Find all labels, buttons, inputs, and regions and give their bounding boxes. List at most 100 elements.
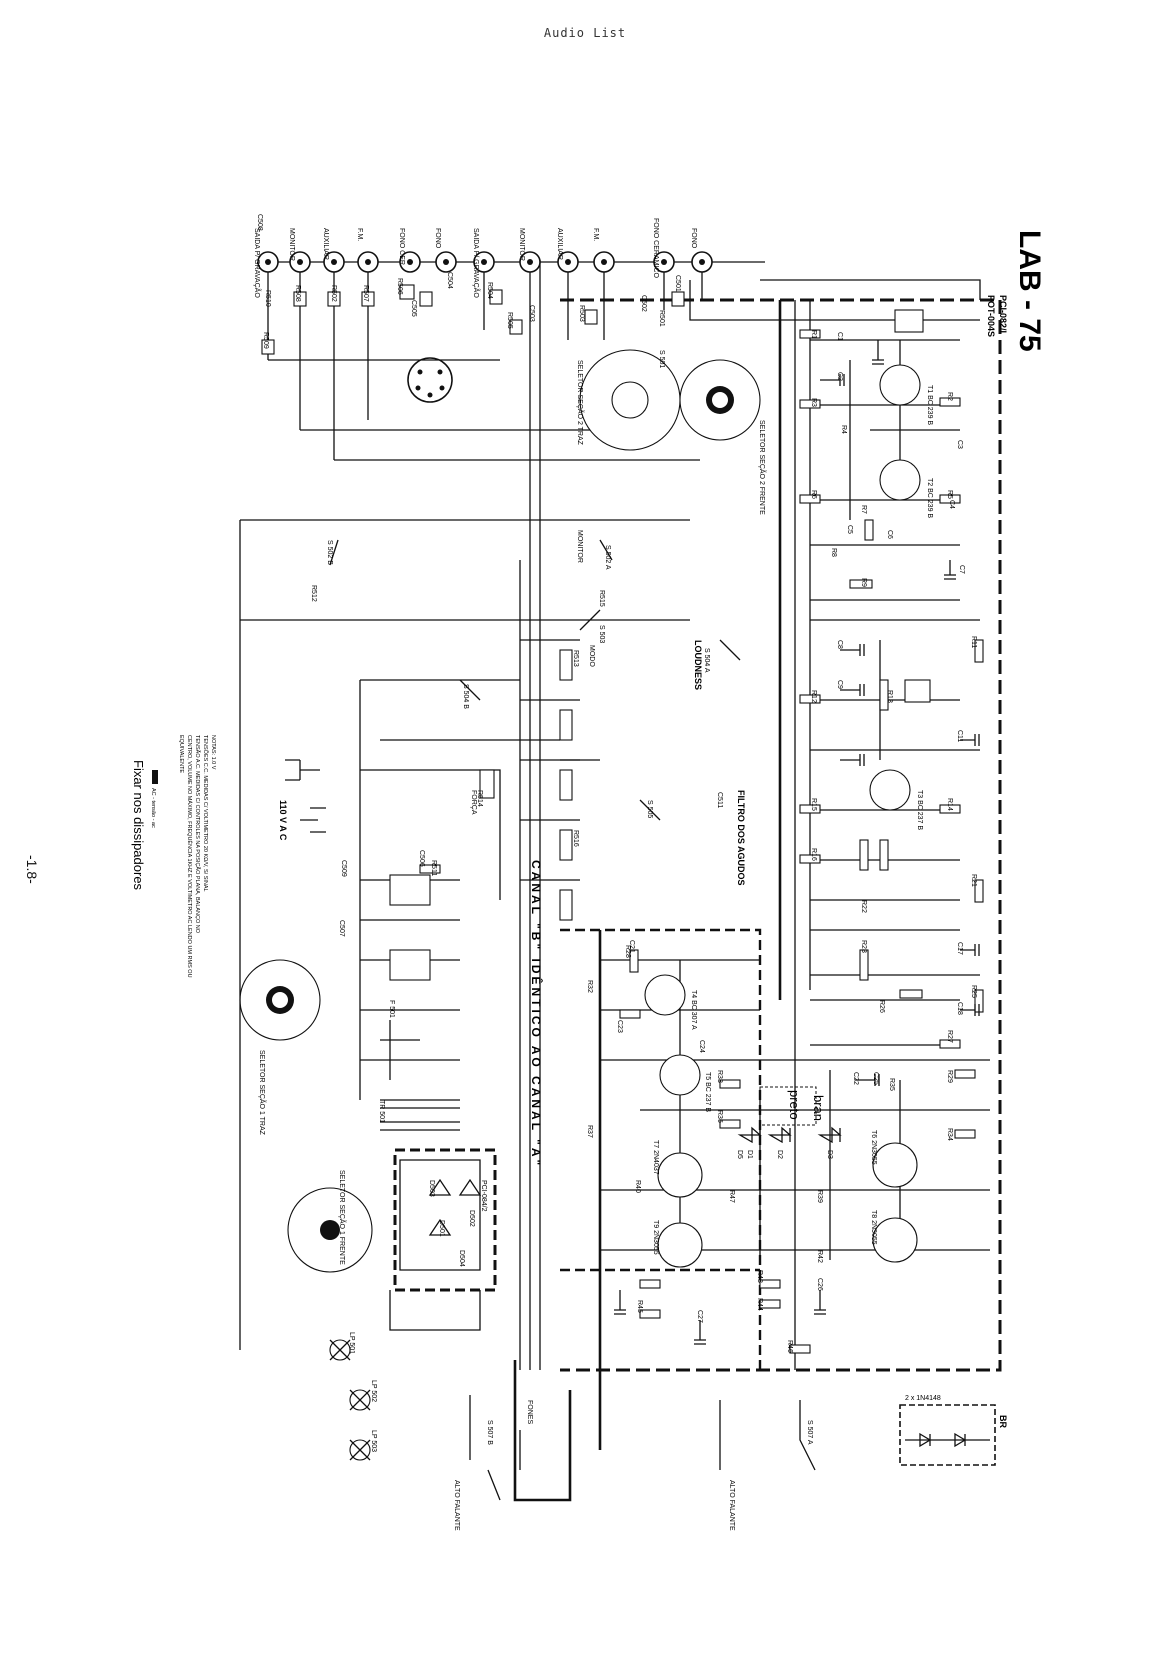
lamp-label-1: LP 501 [348, 1332, 355, 1354]
s502a-label: S 502 A [604, 545, 611, 570]
heatsink-note: Fixar nos dissipadores [131, 760, 146, 891]
component-label: C24 [698, 1040, 705, 1053]
component-label: C5 [846, 525, 853, 534]
monitor-switch-label: MONITOR [576, 530, 583, 563]
balance-stage [810, 929, 984, 1049]
selector-wafers [239, 349, 761, 1273]
component-label: C508 [256, 214, 263, 231]
input-label-monitor-b: MONITOR [288, 228, 295, 261]
bridge-diodes-label: 2 x 1N4148 [905, 1395, 941, 1402]
input-label-rec-out-b: SAIDA P/ GRAVAÇÃO [253, 228, 262, 298]
din-socket [268, 357, 700, 461]
component-label: C1 [836, 332, 843, 341]
transistor-label-t7: T7 2N4037 [652, 1140, 659, 1175]
component-label: R33 [716, 1070, 723, 1083]
selector-power-label: SELETOR SEÇÃO 1 TRAZ [258, 1050, 267, 1136]
component-label: D1 [746, 1150, 753, 1159]
component-label: C505 [410, 300, 417, 317]
component-label: R13 [886, 690, 893, 703]
component-label: R16 [810, 848, 817, 861]
component-label: D3 [826, 1150, 833, 1159]
power-switch-label: FORÇA [470, 790, 477, 815]
component-label: R510 [264, 290, 271, 307]
component-label: R43 [756, 1270, 763, 1283]
component-label: D504 [458, 1250, 465, 1267]
component-label: C23 [616, 1020, 623, 1033]
component-label: R39 [816, 1190, 823, 1203]
component-label: C11 [956, 730, 963, 742]
selector-power-front-label: SELETOR SEÇÃO 1 FRENTE [338, 1170, 347, 1265]
component-label: R42 [816, 1250, 823, 1263]
input-label-aux-b: AUXILIAR [322, 228, 329, 260]
notes-line-3: TENSÃO A.C. MEDIDAS C/ CONTROLES NA POSI… [194, 735, 201, 934]
component-label: R3 [810, 398, 817, 407]
selector-front-label: SELETOR SEÇÃO 2 FRENTE [758, 420, 767, 515]
component-label: C26 [816, 1278, 823, 1291]
document-header: Audio List [543, 26, 627, 40]
bridge-rectifier-detail [899, 1404, 996, 1466]
transistor-label-t6: T6 2N3055 [870, 1130, 877, 1165]
s505-label: S 505 [646, 800, 653, 818]
component-label: D501 [438, 1220, 445, 1237]
component-label: D2 [776, 1150, 783, 1159]
fuse-label: F 501 [388, 1000, 395, 1018]
s502b-label: S 502 B [326, 540, 333, 565]
component-label: R47 [728, 1190, 735, 1203]
transistor-label-t5: T5 BC 237 B [704, 1072, 711, 1112]
mode-switch-label: MODO [588, 645, 595, 667]
component-label: R35 [888, 1078, 895, 1091]
component-label: C503 [528, 305, 535, 322]
loudness-label: LOUDNESS [693, 640, 703, 690]
component-label: R40 [634, 1180, 641, 1193]
switch-block [239, 519, 741, 1350]
component-label: R513 [572, 650, 579, 667]
input-label-aux-a: AUXILIAR [556, 228, 563, 260]
component-label: R12 [810, 690, 817, 703]
component-label: R44 [756, 1298, 763, 1311]
transistor-label-t8: T8 2N3055 [870, 1210, 877, 1245]
component-label: C2 [836, 372, 843, 381]
component-label: R29 [946, 1070, 953, 1083]
component-label: C7 [958, 565, 965, 574]
mains-plug [285, 759, 320, 781]
component-label: C4 [948, 500, 955, 509]
component-label: R7 [860, 505, 867, 514]
component-label: R28 [624, 945, 631, 958]
component-label: R504 [486, 282, 493, 299]
s504a-label: S 504 A [703, 648, 710, 673]
input-label-phono-b: FONO [434, 228, 441, 249]
component-label: C21 [628, 940, 635, 953]
component-label: C511 [716, 792, 723, 808]
board-label-pot: POT-004S [986, 295, 996, 337]
component-label: C507 [338, 920, 345, 937]
input-jacks [257, 251, 765, 460]
power-supply [300, 769, 501, 1331]
component-label: C504 [446, 272, 453, 289]
preamp-stage-2 [799, 734, 984, 903]
component-label: R22 [860, 900, 867, 913]
component-label: C509 [340, 860, 347, 877]
component-label: C8 [836, 640, 843, 649]
output-board-outline [560, 928, 762, 1370]
notes-line-4: CENTRO, VOLUME NO MÁXIMO, FREQUÊNCIA 1KH… [186, 735, 194, 978]
component-label: R37 [586, 1125, 593, 1138]
s507a-label: S 507 A [806, 1420, 813, 1445]
component-label: R34 [946, 1128, 953, 1141]
component-label: C17 [956, 942, 963, 955]
component-label: D5 [736, 1150, 743, 1159]
s507b-label: S 507 B [486, 1420, 493, 1445]
component-label: R4 [840, 425, 847, 434]
component-label: C502 [640, 295, 647, 312]
lamp-label-2: LP 502 [370, 1380, 377, 1402]
preamp-stage-1 [799, 309, 961, 601]
component-label: D502 [468, 1210, 475, 1227]
handwritten-label-bran: bran [811, 1095, 826, 1121]
component-label: R8 [830, 548, 837, 557]
channel-b-note: CANAL "B" IDÊNTICO AO CANAL "A" [529, 860, 544, 1168]
component-label: R11 [970, 636, 977, 648]
component-label: R15 [810, 798, 817, 811]
component-label: C18 [956, 1002, 963, 1015]
component-label: C506 [418, 850, 425, 867]
phones-label: FONES [526, 1400, 533, 1424]
